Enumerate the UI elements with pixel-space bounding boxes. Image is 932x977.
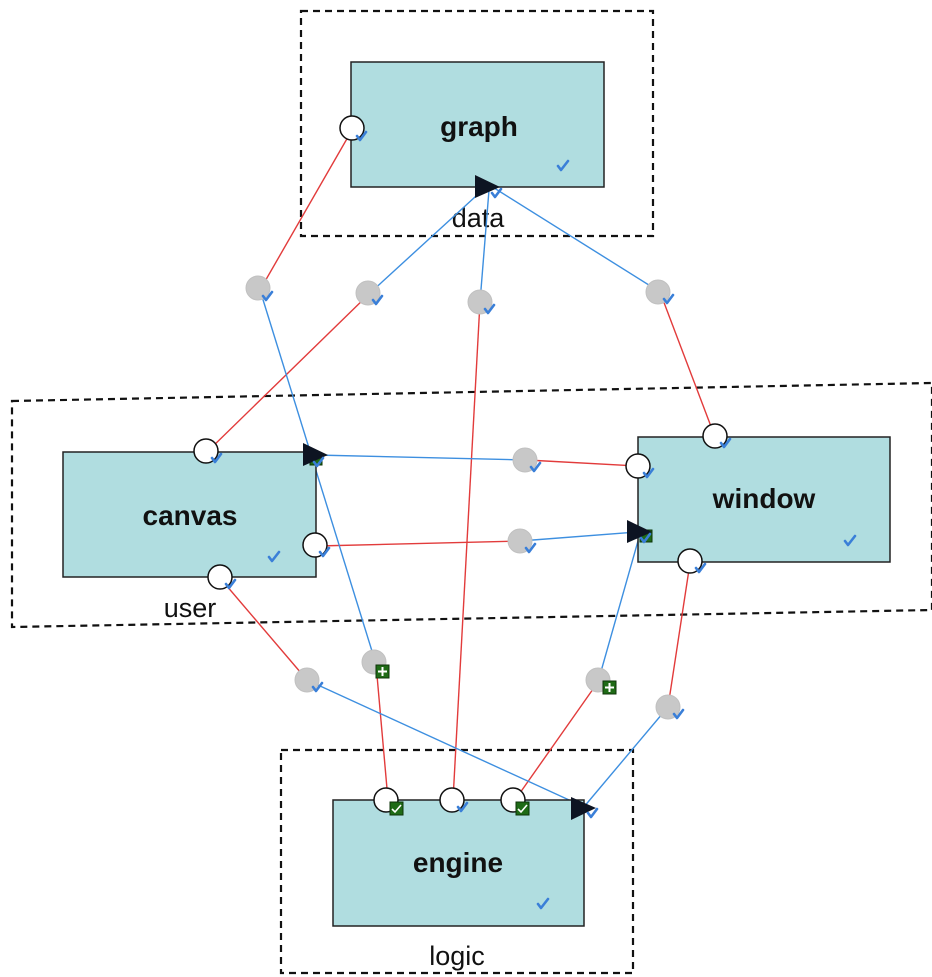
edge[interactable] xyxy=(667,562,691,708)
edge[interactable] xyxy=(519,531,638,542)
edge[interactable] xyxy=(526,459,638,467)
port-markers xyxy=(309,452,653,816)
check-icon xyxy=(556,159,570,172)
edge[interactable] xyxy=(219,577,308,681)
port-circle-icon[interactable] xyxy=(677,548,707,574)
connector-node[interactable] xyxy=(294,667,324,693)
edge[interactable] xyxy=(259,129,353,291)
plus-icon[interactable] xyxy=(389,801,404,816)
port-circle-icon[interactable] xyxy=(193,438,223,464)
port-circle-icon[interactable] xyxy=(339,115,368,142)
edge[interactable] xyxy=(597,533,641,683)
plus-icon[interactable] xyxy=(375,664,390,679)
arrow-triangle-icon[interactable] xyxy=(475,175,503,199)
connections-red xyxy=(206,129,716,801)
component-label-engine: engine xyxy=(413,847,503,878)
port-circle-icon[interactable] xyxy=(439,787,469,813)
component-canvas[interactable]: canvas xyxy=(62,451,317,578)
plus-icon[interactable] xyxy=(602,680,617,695)
component-window[interactable]: window xyxy=(637,436,891,563)
group-label-data: data xyxy=(452,203,506,233)
component-graph[interactable]: graph xyxy=(350,61,605,188)
connector-node[interactable] xyxy=(245,275,274,302)
component-label-window: window xyxy=(712,483,816,514)
edge[interactable] xyxy=(659,291,716,438)
edge[interactable] xyxy=(369,185,488,294)
port-circle-icon[interactable] xyxy=(702,423,732,449)
connector-node[interactable] xyxy=(507,528,537,554)
group-user[interactable] xyxy=(10,381,932,629)
arrow-triangle-icon[interactable] xyxy=(571,797,599,820)
plus-icon[interactable] xyxy=(515,801,530,816)
arrow-markers xyxy=(303,175,652,820)
connections-blue xyxy=(259,185,669,809)
arrow-triangle-icon[interactable] xyxy=(627,520,652,544)
connector-node[interactable] xyxy=(645,279,675,305)
check-icon xyxy=(843,534,857,547)
check-icon xyxy=(267,550,281,563)
edge[interactable] xyxy=(514,681,599,801)
edge[interactable] xyxy=(306,679,581,806)
arrow-triangle-icon[interactable] xyxy=(303,443,328,468)
component-label-canvas: canvas xyxy=(143,500,238,531)
edge[interactable] xyxy=(452,301,481,801)
connector-node[interactable] xyxy=(655,694,685,720)
port-circle-icon[interactable] xyxy=(207,564,237,590)
edge[interactable] xyxy=(259,289,377,665)
component-label-graph: graph xyxy=(440,111,518,142)
port-circle-icon[interactable] xyxy=(302,532,331,558)
group-label-user: user xyxy=(164,593,217,623)
edge[interactable] xyxy=(316,540,521,547)
edge[interactable] xyxy=(490,185,661,293)
edge[interactable] xyxy=(314,454,528,461)
connector-node[interactable] xyxy=(355,280,384,306)
check-icon xyxy=(536,897,550,910)
edge[interactable] xyxy=(479,189,490,303)
group-label-logic: logic xyxy=(429,941,485,971)
group-logic[interactable] xyxy=(279,748,635,975)
edge[interactable] xyxy=(375,663,389,801)
connector-node[interactable] xyxy=(512,447,542,473)
edge[interactable] xyxy=(582,706,669,809)
plus-markers xyxy=(375,664,617,695)
port-circle-icon[interactable] xyxy=(625,453,655,479)
connector-node[interactable] xyxy=(467,289,496,315)
edge[interactable] xyxy=(206,292,371,453)
component-engine[interactable]: engine xyxy=(332,799,585,927)
